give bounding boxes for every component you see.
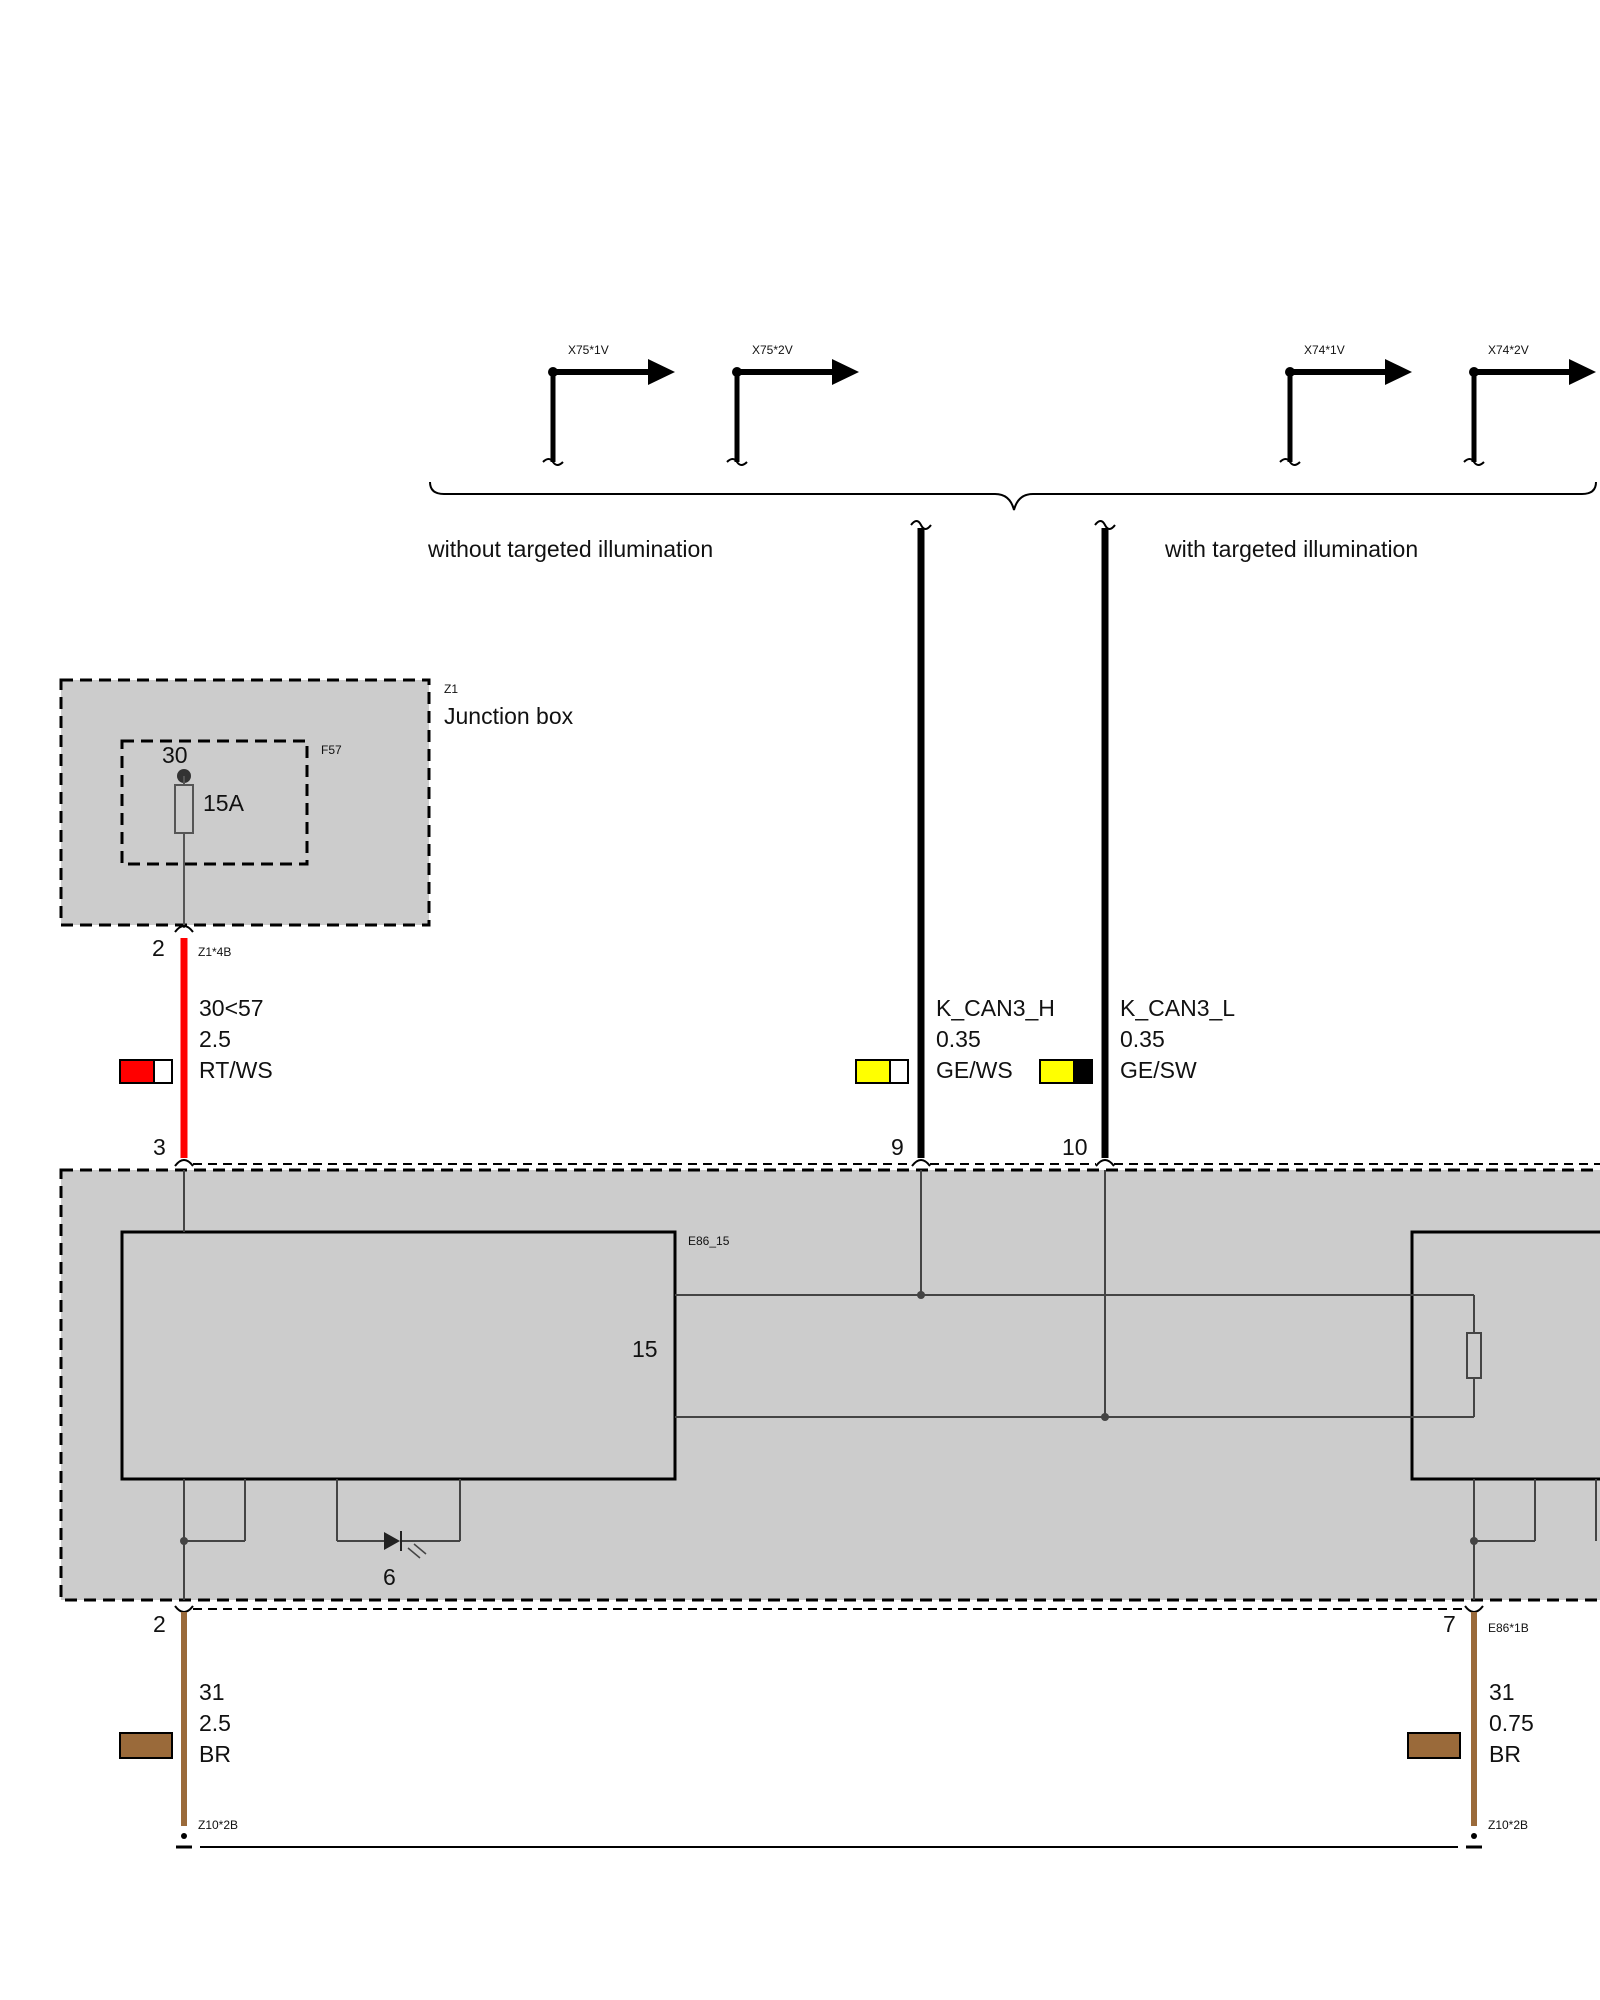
ground-left-pin: 2: [153, 1611, 166, 1637]
variant-brace: [429, 481, 1597, 511]
variant-without-label: without targeted illumination: [427, 536, 713, 562]
ground-right-plug: E86*1B: [1488, 1621, 1529, 1635]
connector-x74-1: X74*1V: [1279, 343, 1412, 466]
control-unit-right: [1410, 1230, 1600, 1481]
wire-ground-left-color: BR: [199, 1741, 231, 1767]
wire-ground-right-name: 31: [1489, 1679, 1515, 1705]
wire-power-gauge: 2.5: [199, 1026, 231, 1052]
wire-ground-left-name: 31: [199, 1679, 225, 1705]
wire-can-h-gauge: 0.35: [936, 1026, 981, 1052]
connector-x75-2: X75*2V: [726, 343, 859, 466]
internal-wiring: [183, 1170, 1597, 1600]
wire-ground-left-gauge: 2.5: [199, 1710, 231, 1736]
wire-ground-right-color: BR: [1489, 1741, 1521, 1767]
control-unit-left: [120, 1230, 677, 1481]
fuse-rating: 15A: [203, 790, 245, 816]
wire-ground-right: 31 0.75 BR: [1407, 1612, 1534, 1826]
arrow-right-icon: [832, 359, 859, 385]
wire-can-h: K_CAN3_H 0.35 GE/WS: [855, 520, 1055, 1158]
ground-right-plug-bottom: Z10*2B: [1488, 1818, 1528, 1832]
wire-can-h-color: GE/WS: [936, 1057, 1013, 1083]
junction-box-ref: Z1: [444, 682, 458, 696]
fuse-terminal: 30: [162, 742, 188, 768]
module-ref: E86_15: [688, 1234, 730, 1248]
wire-can-l-name: K_CAN3_L: [1120, 995, 1235, 1021]
wire-power-pin: 3: [153, 1134, 166, 1160]
ground-left-plug: Z10*2B: [198, 1818, 238, 1832]
wire-power: 30<57 2.5 RT/WS: [119, 938, 273, 1158]
wire-can-l: K_CAN3_L 0.35 GE/SW: [1039, 520, 1235, 1158]
wire-can-l-color: GE/SW: [1120, 1057, 1197, 1083]
wire-can-h-name: K_CAN3_H: [936, 995, 1055, 1021]
junction-box-plug: Z1*4B: [198, 945, 231, 959]
arrow-right-icon: [648, 359, 675, 385]
junction-box: Z1 Junction box F57 30 15A: [59, 678, 574, 928]
wire-ground-left: 31 2.5 BR: [119, 1612, 231, 1826]
connector-x74-2: X74*2V: [1463, 343, 1596, 466]
wire-power-color: RT/WS: [199, 1057, 273, 1083]
wire-color-swatch: [119, 1059, 155, 1084]
wire-color-swatch: [1039, 1059, 1075, 1084]
connector-label: X74*2V: [1488, 343, 1529, 357]
arrow-right-icon: [1569, 359, 1596, 385]
wire-color-swatch: [1407, 1732, 1461, 1759]
fuse-icon: [174, 784, 194, 834]
resistor-icon: [1466, 1332, 1482, 1379]
variant-with-label: with targeted illumination: [1164, 536, 1418, 562]
wire-ground-right-gauge: 0.75: [1489, 1710, 1534, 1736]
led-pin: 6: [383, 1564, 396, 1590]
module-housing: [59, 1163, 1600, 1610]
junction-box-pin: 2: [152, 935, 165, 961]
wire-color-swatch: [119, 1732, 173, 1759]
connector-x75-1: X75*1V: [542, 343, 675, 466]
fuse-ref: F57: [321, 743, 342, 757]
module-pin-15: 15: [632, 1336, 658, 1362]
wire-color-swatch: [855, 1059, 891, 1084]
led-icon: [384, 1531, 427, 1559]
wire-can-l-pin: 10: [1062, 1134, 1088, 1160]
connector-label: X75*1V: [568, 343, 609, 357]
junction-box-name: Junction box: [444, 703, 574, 729]
wire-can-h-pin: 9: [891, 1134, 904, 1160]
arrow-right-icon: [1385, 359, 1412, 385]
connector-label: X75*2V: [752, 343, 793, 357]
wire-can-l-gauge: 0.35: [1120, 1026, 1165, 1052]
ground-right-pin: 7: [1443, 1611, 1456, 1637]
connector-label: X74*1V: [1304, 343, 1345, 357]
wire-power-name: 30<57: [199, 995, 264, 1021]
fuse-housing: [120, 739, 309, 866]
